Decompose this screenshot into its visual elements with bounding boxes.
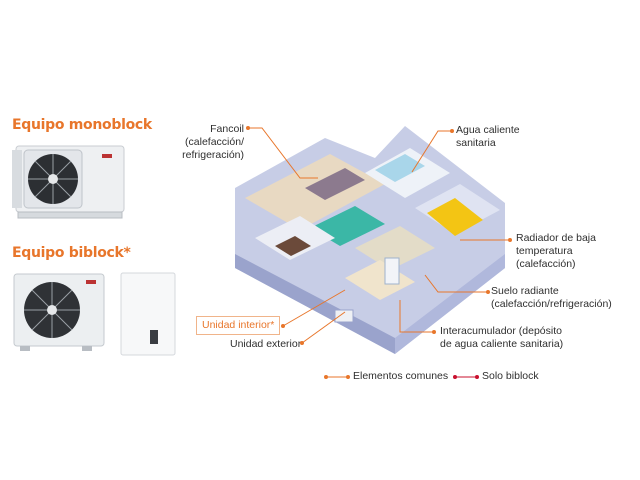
fancoil-dot xyxy=(246,126,250,130)
callout-fancoil: Fancoil (calefacción/ refrigeración) xyxy=(182,123,244,161)
monoblock-unit-image xyxy=(12,142,130,222)
callout-suelo-radiante: Suelo radiante (calefacción/refrigeració… xyxy=(491,285,612,310)
house-illustration xyxy=(215,118,515,354)
biblock-title: Equipo biblock* xyxy=(12,245,131,261)
legend-item-common: Elementos comunes xyxy=(323,370,448,384)
callout-agua-caliente: Agua caliente sanitaria xyxy=(456,124,520,149)
biblock-indoor-unit-image xyxy=(120,272,176,356)
agua-dot xyxy=(450,129,454,133)
callout-interacumulador: Interacumulador (depósito de agua calien… xyxy=(440,325,564,350)
interacumulador-dot xyxy=(432,330,436,334)
biblock-outdoor-unit-image xyxy=(12,270,107,355)
legend-item-biblock: Solo biblock xyxy=(452,370,539,384)
callout-unidad-exterior: Unidad exterior xyxy=(230,338,302,350)
callout-radiador: Radiador de baja temperatura (calefacció… xyxy=(516,232,596,270)
unidad-interior-dot xyxy=(281,324,285,328)
callout-unidad-interior: Unidad interior* xyxy=(196,316,281,335)
unidad-exterior-dot xyxy=(300,341,304,345)
radiador-dot xyxy=(508,238,512,242)
suelo-dot xyxy=(486,290,490,294)
monoblock-title: Equipo monoblock xyxy=(12,117,152,133)
